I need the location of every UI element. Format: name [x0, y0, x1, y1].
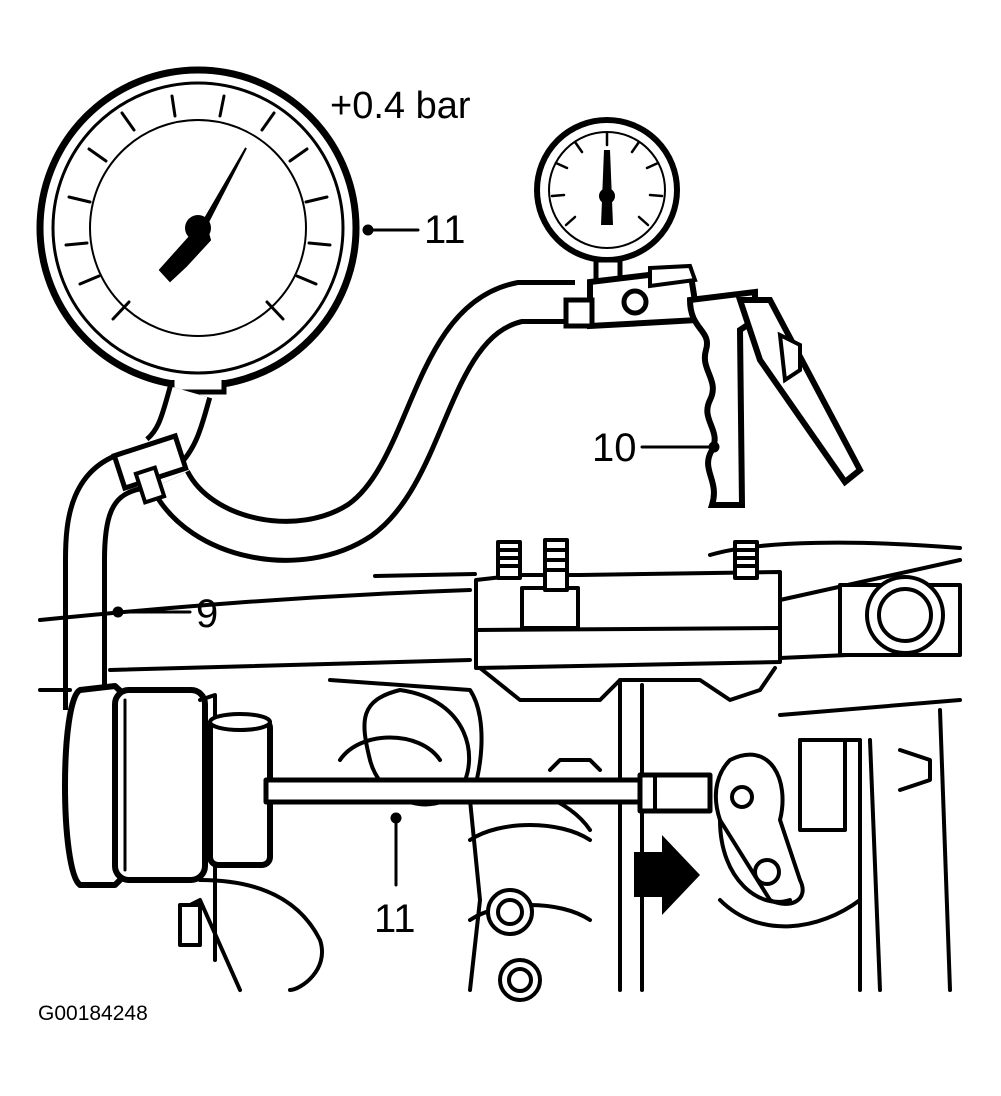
callout-11-gauge: 11 — [424, 208, 466, 252]
pressure-reading-label: +0.4 bar — [330, 85, 471, 127]
figure-code: G00184248 — [38, 1002, 148, 1025]
wastegate-actuator — [62, 683, 713, 962]
actuator-rod — [263, 777, 649, 805]
hose-assembly — [63, 280, 575, 710]
arrow-right-icon — [634, 835, 700, 915]
gauge-scale-ticks — [64, 94, 332, 321]
callout-9-hose: 9 — [196, 592, 218, 636]
callout-11-rod: 11 — [374, 897, 416, 941]
hand-vacuum-pump — [534, 117, 864, 508]
large-pressure-gauge — [36, 66, 360, 395]
callout-leaders — [112, 224, 720, 887]
callout-10-pump: 10 — [592, 426, 637, 470]
